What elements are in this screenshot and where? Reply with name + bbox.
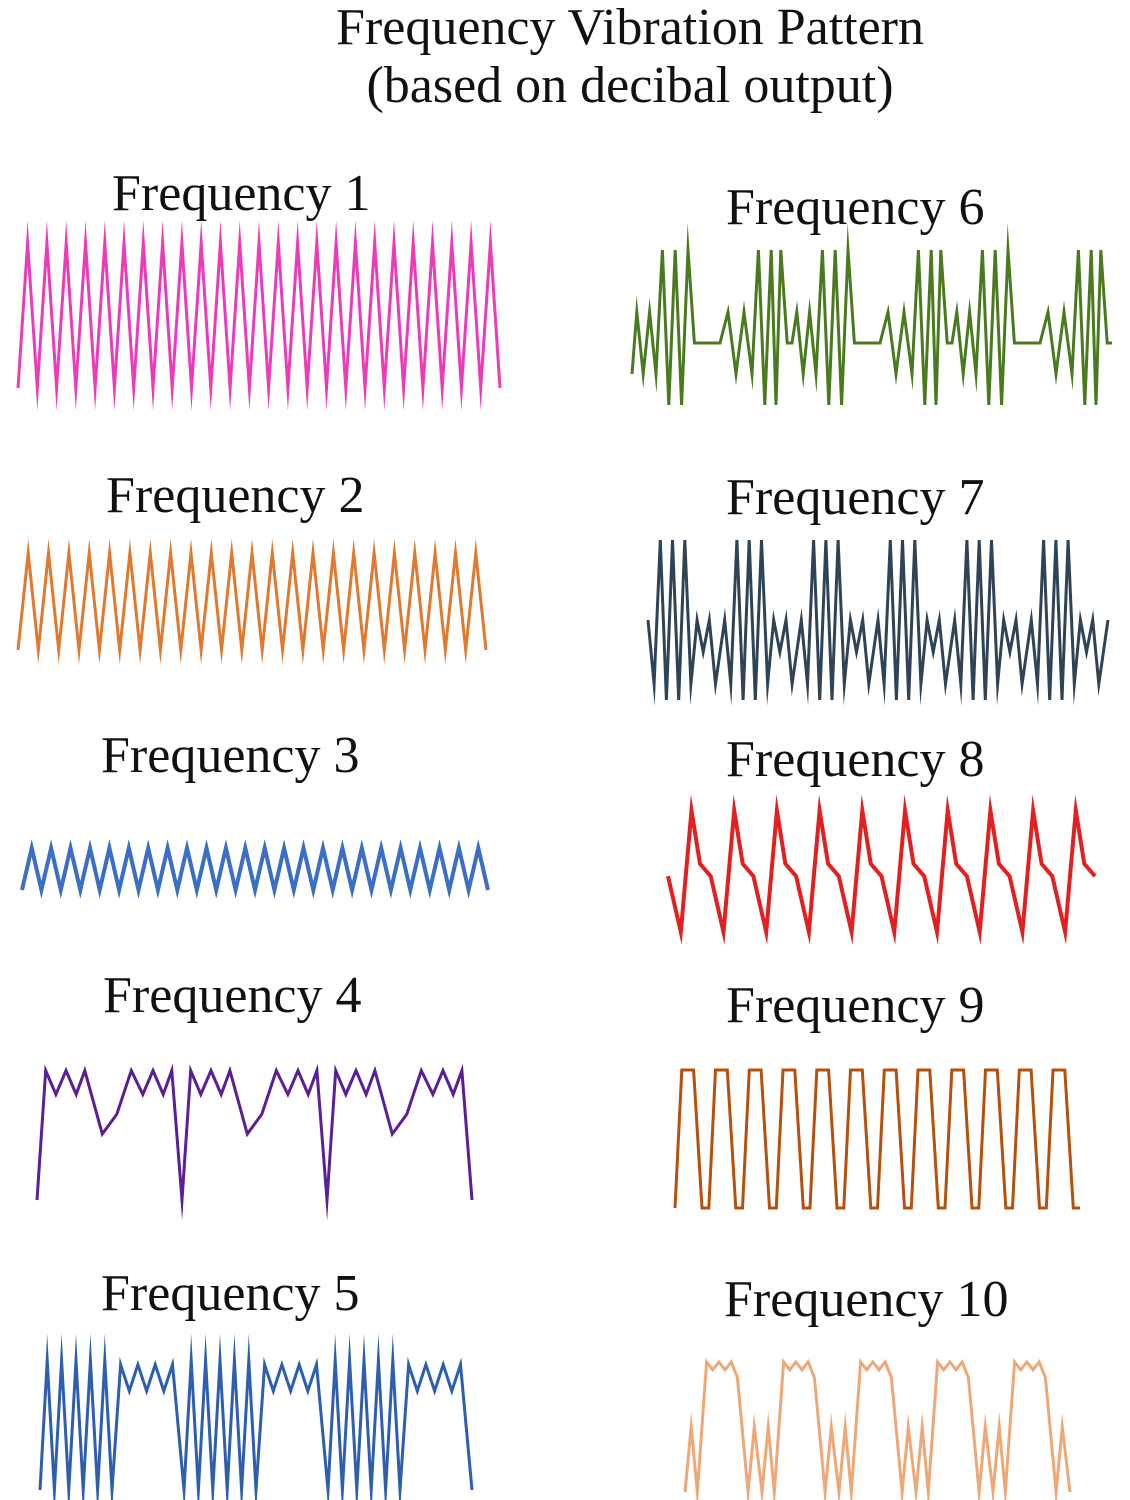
- frequency-2-label: Frequency 2: [106, 467, 365, 524]
- diagram-subtitle: (based on decibal output): [366, 57, 894, 114]
- frequency-5-label: Frequency 5: [101, 1265, 360, 1322]
- waveform-line: [38, 1333, 474, 1500]
- waveform-line: [20, 839, 490, 899]
- waveform-line: [16, 220, 502, 411]
- frequency-1-label: Frequency 1: [112, 165, 371, 222]
- frequency-4-label: Frequency 4: [103, 967, 362, 1024]
- diagram-title: Frequency Vibration Pattern: [336, 0, 924, 56]
- frequency-6-label: Frequency 6: [726, 179, 985, 236]
- waveform-line: [666, 794, 1097, 945]
- frequency-3-label: Frequency 3: [101, 727, 360, 784]
- waveform-line: [673, 1068, 1080, 1210]
- waveform-line: [630, 222, 1112, 406]
- waveform-line: [16, 538, 488, 665]
- waveform-line: [683, 1358, 1072, 1500]
- frequency-8-label: Frequency 8: [726, 731, 985, 788]
- waveform-line: [35, 1063, 474, 1221]
- frequency-7-label: Frequency 7: [726, 469, 985, 526]
- frequency-9-label: Frequency 9: [726, 977, 985, 1034]
- frequency-10-label: Frequency 10: [724, 1271, 1009, 1328]
- waveform-line: [646, 539, 1110, 706]
